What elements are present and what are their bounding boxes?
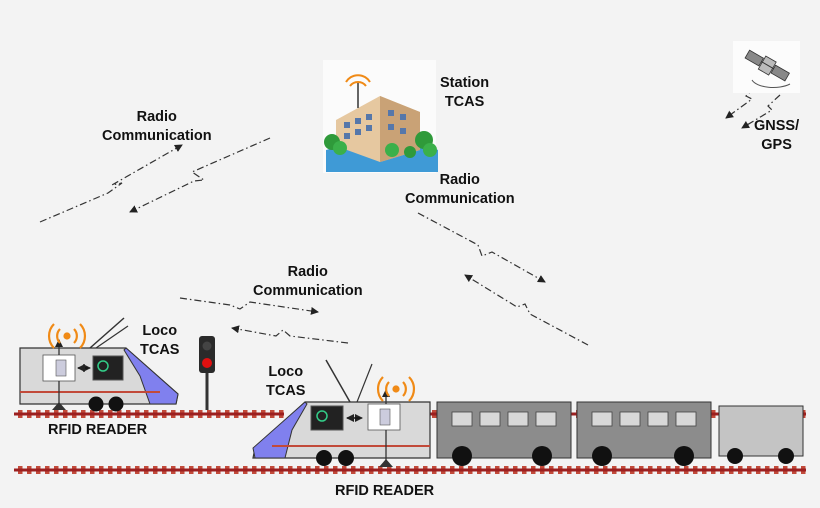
label-rfid-top-text: RFID READER	[48, 422, 148, 438]
label-radio-communication-middle: Radio Communication	[253, 263, 363, 301]
track-lower	[14, 466, 806, 474]
label-loco-left-line1: Loco	[142, 323, 178, 339]
wifi-antenna-icon	[47, 323, 87, 349]
label-rfid-reader-top: RFID READER	[48, 421, 147, 440]
radio-link-left	[39, 137, 271, 223]
track-upper	[14, 410, 284, 418]
coach-3	[718, 405, 804, 464]
satellite-icon	[733, 41, 800, 93]
label-radio-left-line1: Radio	[136, 109, 177, 125]
label-radio-left-line2: Communication	[102, 128, 212, 144]
label-rfid-reader-bottom: RFID READER	[335, 482, 434, 501]
label-station-tcas: Station TCAS	[440, 74, 489, 112]
signal-post-icon	[199, 336, 215, 410]
label-radio-communication-left: Radio Communication	[102, 108, 212, 146]
loco-left	[19, 317, 179, 412]
radio-link-middle	[179, 297, 349, 344]
station-building-icon	[323, 60, 438, 173]
label-rfid-bottom-text: RFID READER	[335, 483, 435, 499]
wifi-antenna-icon	[376, 376, 416, 402]
label-gnss-line1: GNSS/	[754, 118, 800, 134]
rfid-tag-icon	[379, 459, 393, 467]
gnss-link	[725, 84, 781, 129]
label-radio-middle-line2: Communication	[253, 283, 363, 299]
label-radio-right-line2: Communication	[405, 191, 515, 207]
label-radio-communication-right: Radio Communication	[405, 171, 515, 209]
label-loco-tcas-left: Loco TCAS	[140, 322, 179, 360]
label-loco-left-line2: TCAS	[140, 342, 180, 358]
rfid-tag-icon	[52, 402, 66, 410]
coach-1	[436, 401, 572, 466]
label-loco-right-line2: TCAS	[266, 383, 306, 399]
label-radio-middle-line1: Radio	[287, 264, 328, 280]
label-gnss-line2: GPS	[761, 137, 792, 153]
loco-right	[252, 359, 431, 467]
label-loco-tcas-right: Loco TCAS	[266, 363, 305, 401]
label-gnss-gps: GNSS/ GPS	[754, 117, 799, 155]
radio-link-right	[417, 212, 589, 346]
label-station-line1: Station	[440, 75, 490, 91]
coach-2	[576, 401, 712, 466]
label-radio-right-line1: Radio	[439, 172, 480, 188]
label-station-line2: TCAS	[444, 94, 485, 110]
label-loco-right-line1: Loco	[268, 364, 304, 380]
